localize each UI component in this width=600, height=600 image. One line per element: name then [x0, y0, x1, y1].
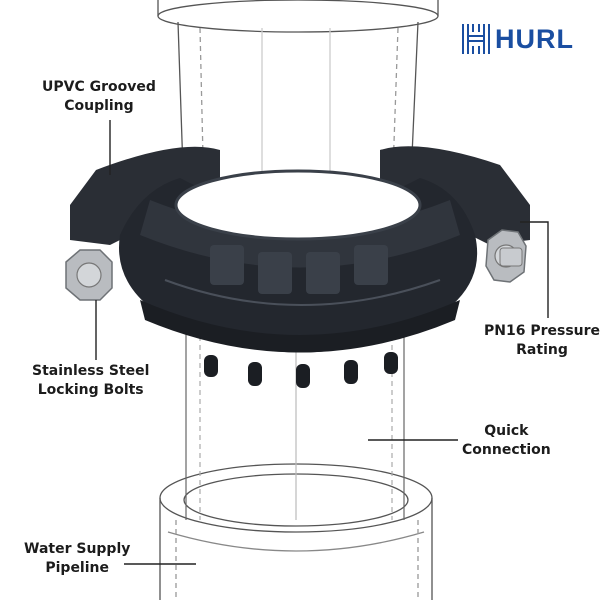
callout-line: Water Supply: [24, 541, 131, 557]
callout-locking-bolts: Stainless Steel Locking Bolts: [32, 362, 149, 400]
callout-line: Rating: [516, 342, 568, 358]
grooved-coupling: [70, 146, 530, 388]
callout-line: Stainless Steel: [32, 363, 150, 379]
callout-line: Connection: [462, 442, 551, 458]
leader-pressure-rating: [520, 221, 549, 318]
brand-logo: HURL: [459, 18, 583, 58]
callout-line: Locking Bolts: [37, 382, 144, 398]
brand-name: HURL: [495, 24, 574, 54]
callout-line: Coupling: [64, 98, 134, 114]
leader-lines: [95, 120, 549, 565]
left-bolt: [65, 249, 113, 301]
callout-pressure-rating: PN16 Pressure Rating: [484, 322, 600, 360]
callout-line: UPVC Grooved: [42, 79, 156, 95]
callout-upvc-coupling: UPVC Grooved Coupling: [42, 78, 156, 116]
right-bolt: [485, 229, 527, 283]
h-tube-logo-icon: [462, 24, 490, 54]
callout-line: Pipeline: [45, 560, 109, 576]
callout-supply-pipeline: Water Supply Pipeline: [24, 540, 130, 578]
callout-line: PN16 Pressure: [484, 323, 600, 339]
callout-line: Quick: [484, 423, 529, 439]
callout-quick-connection: Quick Connection: [462, 422, 551, 460]
